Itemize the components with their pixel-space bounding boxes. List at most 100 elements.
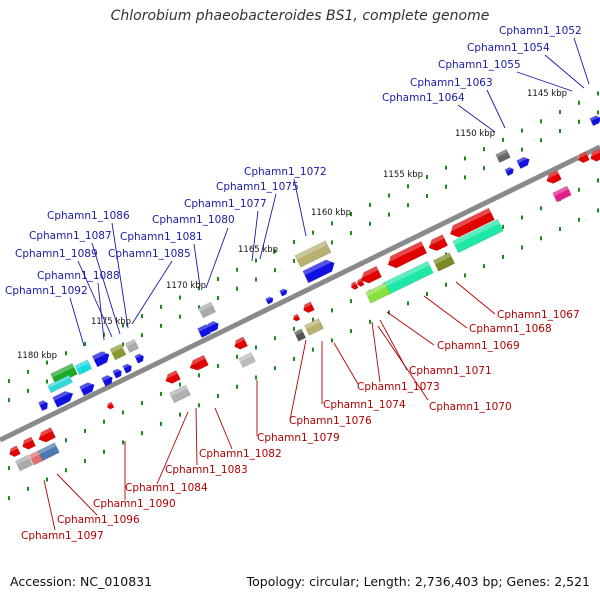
tick-mark (578, 187, 580, 192)
gene-label-1052[interactable]: Cphamn1_1052 (499, 25, 582, 37)
topology-summary: Topology: circular; Length: 2,736,403 bp… (246, 574, 590, 589)
gene-label-1064[interactable]: Cphamn1_1064 (382, 92, 465, 104)
gene-block[interactable] (544, 170, 562, 185)
gene-label-1089[interactable]: Cphamn1_1089 (15, 248, 98, 260)
gene-block[interactable] (447, 207, 495, 240)
gene-label-1087[interactable]: Cphamn1_1087 (29, 230, 112, 242)
tick-mark (331, 338, 333, 343)
gene-block[interactable] (112, 367, 124, 379)
tick-mark (122, 342, 124, 347)
gene-block[interactable] (28, 450, 44, 466)
gene-block[interactable] (52, 388, 76, 408)
gene-block[interactable] (516, 155, 532, 170)
tick-mark (521, 128, 523, 133)
gene-label-1092[interactable]: Cphamn1_1092 (5, 285, 88, 297)
gene-block[interactable] (109, 343, 127, 361)
gene-label-1081[interactable]: Cphamn1_1081 (120, 231, 203, 243)
gene-label-1086[interactable]: Cphamn1_1086 (47, 210, 130, 222)
gene-label-1069[interactable]: Cphamn1_1069 (437, 340, 520, 352)
gene-block[interactable] (187, 354, 209, 373)
gene-block[interactable] (38, 399, 49, 412)
gene-block[interactable] (426, 234, 449, 254)
tick-mark (597, 91, 599, 96)
tick-mark (236, 354, 238, 359)
gene-block[interactable] (589, 114, 600, 127)
gene-label-1075[interactable]: Cphamn1_1075 (216, 181, 299, 193)
gene-block[interactable] (163, 370, 181, 385)
gene-label-1073[interactable]: Cphamn1_1073 (357, 381, 440, 393)
leader-line (77, 260, 113, 338)
gene-label-1080[interactable]: Cphamn1_1080 (152, 214, 235, 226)
gene-block[interactable] (504, 166, 515, 177)
gene-block[interactable] (20, 436, 36, 451)
gene-block[interactable] (293, 328, 307, 342)
gene-label-1096[interactable]: Cphamn1_1096 (57, 514, 140, 526)
gene-block[interactable] (50, 362, 78, 386)
gene-block[interactable] (303, 318, 325, 336)
tick-mark (388, 193, 390, 198)
tick-mark (255, 258, 257, 263)
gene-block[interactable] (36, 427, 57, 445)
gene-label-1079[interactable]: Cphamn1_1079 (257, 432, 340, 444)
gene-block[interactable] (14, 454, 34, 472)
gene-block[interactable] (91, 349, 112, 368)
gene-label-1085[interactable]: Cphamn1_1085 (108, 248, 191, 260)
gene-block[interactable] (169, 384, 191, 404)
gene-block[interactable] (105, 401, 115, 410)
gene-label-1076[interactable]: Cphamn1_1076 (289, 415, 372, 427)
gene-block[interactable] (124, 338, 140, 354)
gene-label-1054[interactable]: Cphamn1_1054 (467, 42, 550, 54)
gene-label-1071[interactable]: Cphamn1_1071 (409, 365, 492, 377)
gene-block[interactable] (365, 282, 391, 304)
gene-block[interactable] (265, 295, 275, 305)
gene-block[interactable] (576, 151, 590, 164)
gene-label-1077[interactable]: Cphamn1_1077 (184, 198, 267, 210)
gene-block[interactable] (358, 265, 383, 286)
gene-block[interactable] (207, 319, 221, 333)
gene-block[interactable] (552, 185, 572, 203)
gene-label-1072[interactable]: Cphamn1_1072 (244, 166, 327, 178)
tick-mark (521, 215, 523, 220)
gene-label-1088[interactable]: Cphamn1_1088 (37, 270, 120, 282)
gene-block[interactable] (382, 260, 434, 296)
gene-label-1070[interactable]: Cphamn1_1070 (429, 401, 512, 413)
gene-block[interactable] (291, 313, 301, 322)
gene-label-1074[interactable]: Cphamn1_1074 (323, 399, 406, 411)
gene-block[interactable] (232, 336, 248, 351)
gene-label-1063[interactable]: Cphamn1_1063 (410, 77, 493, 89)
gene-block[interactable] (74, 362, 86, 376)
tick-mark (445, 165, 447, 170)
gene-block[interactable] (238, 352, 256, 368)
gene-label-1055[interactable]: Cphamn1_1055 (438, 59, 521, 71)
tick-mark (274, 366, 276, 371)
gene-label-1097[interactable]: Cphamn1_1097 (21, 530, 104, 542)
gene-block[interactable] (302, 257, 337, 284)
gene-block[interactable] (301, 301, 315, 314)
tick-mark (483, 264, 485, 269)
gene-label-1090[interactable]: Cphamn1_1090 (93, 498, 176, 510)
gene-block[interactable] (197, 301, 217, 319)
gene-block[interactable] (432, 252, 456, 272)
gene-block[interactable] (495, 148, 511, 164)
gene-block[interactable] (355, 278, 365, 288)
gene-label-1067[interactable]: Cphamn1_1067 (497, 309, 580, 321)
gene-block[interactable] (101, 373, 115, 387)
gene-label-1082[interactable]: Cphamn1_1082 (199, 448, 282, 460)
tick-mark (407, 184, 409, 189)
gene-label-1068[interactable]: Cphamn1_1068 (469, 323, 552, 335)
gene-label-1083[interactable]: Cphamn1_1083 (165, 464, 248, 476)
leader-line (423, 295, 468, 329)
gene-block[interactable] (79, 380, 97, 396)
gene-block[interactable] (294, 240, 332, 268)
gene-block[interactable] (122, 362, 134, 374)
gene-block[interactable] (279, 287, 289, 297)
gene-block[interactable] (452, 218, 504, 254)
gene-label-1084[interactable]: Cphamn1_1084 (125, 482, 208, 494)
leader-line (43, 479, 56, 531)
gene-block[interactable] (47, 374, 73, 394)
gene-block[interactable] (7, 445, 21, 458)
gene-block[interactable] (134, 352, 146, 364)
gene-block[interactable] (349, 281, 359, 291)
gene-block[interactable] (385, 240, 428, 270)
label-leader-lines (43, 37, 590, 531)
